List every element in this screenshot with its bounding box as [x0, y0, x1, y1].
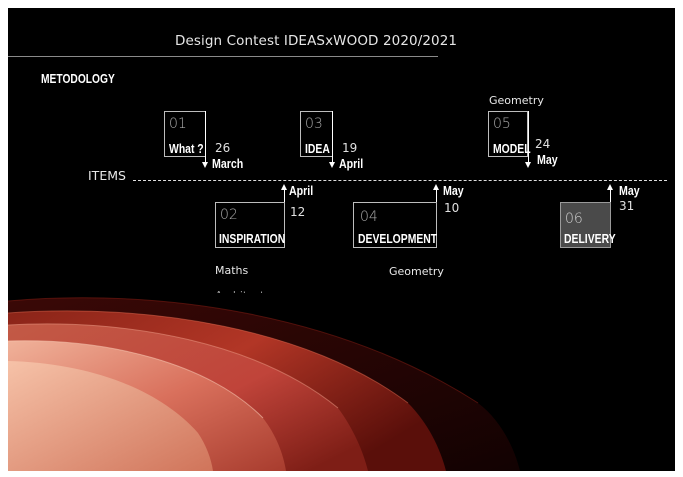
note-development-geometry: Geometry	[389, 265, 444, 278]
step-day: 31	[619, 199, 635, 213]
axis-label: ITEMS	[88, 168, 126, 183]
step-box-04: 04 DEVELOPMENT	[353, 202, 437, 248]
section-label: METODOLOGY	[41, 72, 115, 86]
step-month: March	[212, 157, 244, 171]
slide: Design Contest IDEASxWOOD 2020/2021 METO…	[8, 8, 675, 471]
step-label: INSPIRATION	[219, 231, 286, 246]
title-underline	[8, 56, 438, 57]
step-day: 12	[290, 205, 306, 219]
step-label: IDEA	[305, 141, 330, 156]
step-month: May	[443, 184, 464, 198]
timeline-axis	[133, 180, 667, 181]
step-month: April	[339, 157, 364, 171]
step-box-02: 02 INSPIRATION	[215, 202, 285, 248]
wood-curves-image	[8, 293, 675, 471]
step-month: May	[619, 184, 640, 198]
note-model-geometry: Geometry	[489, 94, 544, 107]
step-number: 01	[169, 116, 187, 132]
step-number: 06	[565, 211, 583, 227]
step-day: 26	[215, 141, 231, 155]
step-number: 05	[493, 116, 511, 132]
step-box-01: 01 What ?	[164, 111, 206, 157]
step-day: 10	[444, 201, 460, 215]
step-label: DELIVERY	[564, 231, 616, 246]
step-number: 03	[305, 116, 323, 132]
step-label: MODEL	[493, 141, 531, 156]
step-label: What ?	[169, 141, 204, 156]
step-label: DEVELOPMENT	[358, 231, 438, 246]
step-month: April	[289, 184, 314, 198]
page-title: Design Contest IDEASxWOOD 2020/2021	[175, 33, 458, 49]
step-box-05: 05 MODEL	[488, 111, 531, 157]
step-box-03: 03 IDEA	[300, 111, 333, 157]
step-day: 24	[535, 137, 551, 151]
step-number: 02	[220, 207, 238, 223]
step-month: May	[537, 153, 558, 167]
step-day: 19	[342, 141, 358, 155]
step-number: 04	[360, 209, 378, 225]
note-inspiration-maths: Maths	[215, 264, 249, 277]
step-box-06: 06 DELIVERY	[560, 202, 616, 248]
